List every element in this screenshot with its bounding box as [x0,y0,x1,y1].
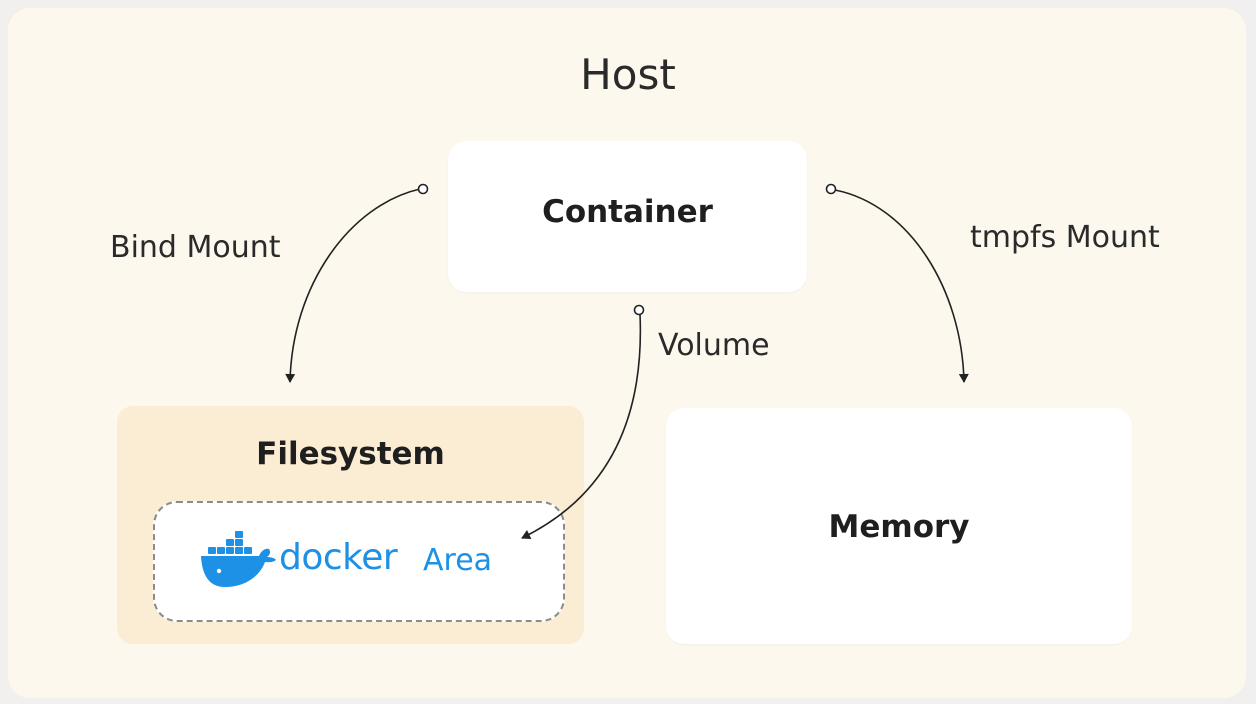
bind-mount-label: Bind Mount [110,230,281,265]
tmpfs-mount-label: tmpfs Mount [970,220,1160,255]
docker-area-box: docker Area [153,501,565,622]
docker-whale-icon [201,531,276,587]
host-title: Host [580,50,676,99]
filesystem-panel: Filesystem docker Area [117,406,584,644]
memory-box: Memory [666,408,1132,644]
area-label: Area [423,543,493,578]
volume-label: Volume [658,328,770,363]
memory-label: Memory [828,509,970,545]
filesystem-title: Filesystem [256,436,445,472]
container-label: Container [542,194,713,230]
container-box: Container [448,141,807,292]
docker-wordmark: docker [279,537,398,578]
